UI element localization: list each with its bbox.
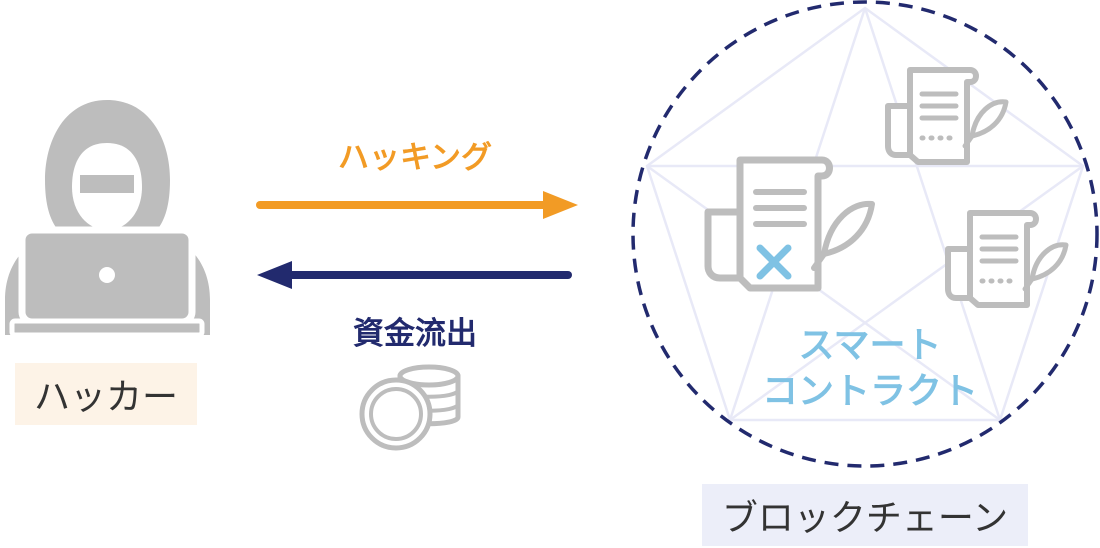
contract-scroll-with-quill-icon — [704, 156, 875, 292]
blockchain-label: ブロックチェーン — [702, 484, 1028, 546]
hacker-label: ハッカー — [15, 363, 197, 425]
smart-contract-line2: コントラクト — [761, 371, 978, 412]
coin-stack-icon — [359, 364, 461, 451]
blockchain-label-text: ブロックチェーン — [721, 498, 1009, 539]
smart-contract-label: スマート コントラクト — [735, 323, 1005, 415]
hacking-label: ハッキング — [255, 132, 575, 177]
contract-scroll-small-top-icon — [885, 67, 1009, 165]
outflow-arrow — [257, 261, 572, 289]
outflow-label: 資金流出 — [255, 308, 575, 353]
hooded-hacker-with-laptop-icon — [5, 100, 210, 338]
smart-contract-line1: スマート — [798, 325, 942, 366]
hacker-label-text: ハッカー — [33, 377, 178, 418]
hacking-arrow — [256, 191, 578, 219]
contract-scroll-small-right-icon — [945, 210, 1069, 308]
outflow-label-text: 資金流出 — [353, 316, 477, 352]
hacking-label-text: ハッキング — [337, 140, 493, 176]
